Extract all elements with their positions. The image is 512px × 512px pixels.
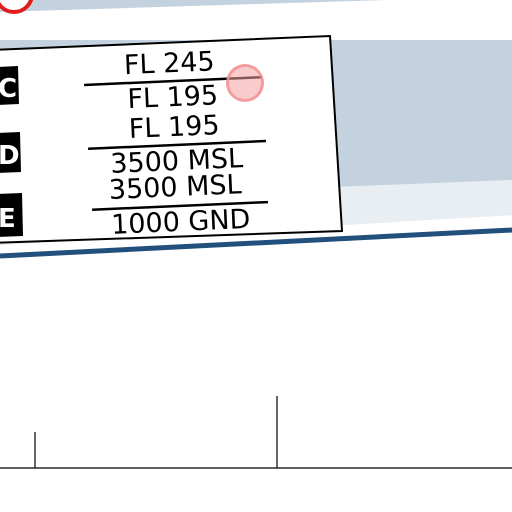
class-badge-e-bg	[0, 193, 23, 237]
class-d-lower-limit: 3500 MSL	[110, 143, 244, 180]
class-c-limits: FL 245 FL 195	[84, 46, 263, 115]
class-c-upper-limit: FL 245	[123, 46, 215, 81]
class-letter-c: C	[0, 74, 17, 104]
cursor-indicator	[226, 64, 264, 102]
top-airspace-band	[0, 0, 512, 12]
class-e-upper-limit: 3500 MSL	[108, 169, 242, 206]
class-d-limits: FL 195 3500 MSL	[88, 110, 266, 180]
class-badge-c-bg	[0, 66, 19, 105]
class-badge-d-bg	[0, 132, 21, 173]
class-e-divider	[92, 200, 269, 211]
class-letter-e: E	[0, 204, 16, 234]
class-badge-d[interactable]: D	[0, 132, 21, 173]
class-badge-e[interactable]: E	[0, 193, 23, 237]
class-c-lower-limit: FL 195	[127, 80, 219, 115]
class-letter-d: D	[0, 141, 20, 171]
class-badge-c[interactable]: C	[0, 66, 19, 105]
class-e-lower-limit: 1000 GND	[111, 204, 251, 241]
airspace-band-border	[0, 227, 512, 259]
class-d-upper-limit: FL 195	[128, 110, 220, 145]
class-e-limits: 3500 MSL 1000 GND	[92, 169, 269, 241]
class-d-divider	[88, 139, 266, 151]
selection-ring[interactable]	[0, 0, 34, 14]
